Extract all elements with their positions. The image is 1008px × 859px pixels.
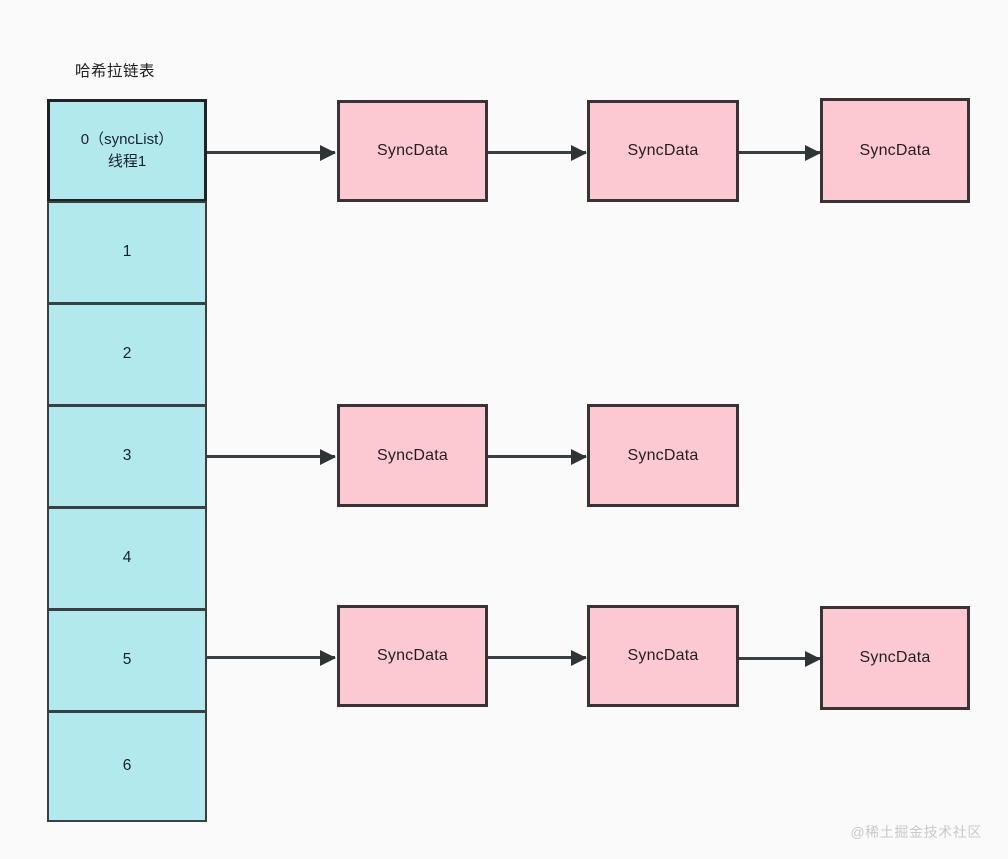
hash-bucket-6-label: 6: [122, 757, 132, 775]
sync-data-node-5-2[interactable]: SyncData: [587, 605, 739, 707]
hash-bucket-1[interactable]: 1: [47, 201, 207, 304]
sync-data-node-3-2[interactable]: SyncData: [587, 404, 739, 507]
sync-data-node-0-2-label: SyncData: [627, 142, 699, 159]
sync-data-node-5-3[interactable]: SyncData: [820, 606, 970, 710]
sync-data-node-5-1[interactable]: SyncData: [337, 605, 488, 707]
hash-bucket-3-label: 3: [122, 447, 132, 465]
sync-data-node-0-3-label: SyncData: [859, 141, 931, 159]
hash-bucket-4-label: 4: [122, 549, 132, 567]
arrow-bucket3-to-node1: [207, 455, 335, 458]
sync-data-node-5-2-label: SyncData: [627, 647, 699, 664]
page-title: 哈希拉链表: [75, 63, 156, 80]
hash-bucket-3[interactable]: 3: [47, 405, 207, 508]
sync-data-node-0-2[interactable]: SyncData: [587, 100, 739, 202]
hash-bucket-6[interactable]: 6: [47, 711, 207, 822]
hash-bucket-5[interactable]: 5: [47, 609, 207, 712]
sync-data-node-3-2-label: SyncData: [627, 446, 699, 464]
watermark: @稀土掘金技术社区: [850, 824, 982, 840]
arrow-bucket5-to-node1: [207, 656, 335, 659]
hash-bucket-5-label: 5: [122, 651, 132, 669]
hash-bucket-2-label: 2: [122, 345, 132, 363]
hash-bucket-2[interactable]: 2: [47, 303, 207, 406]
sync-data-node-5-3-label: SyncData: [859, 649, 931, 666]
hash-bucket-0-label: 0（syncList） 线程1: [80, 130, 174, 170]
arrow-node2-to-node3-chain0: [739, 151, 820, 154]
arrow-node2-to-node3-chain5: [739, 657, 820, 660]
hash-bucket-0[interactable]: 0（syncList） 线程1: [47, 99, 207, 202]
arrow-node1-to-node2-chain5: [488, 656, 586, 659]
arrow-node1-to-node2-chain3: [488, 455, 586, 458]
sync-data-node-5-1-label: SyncData: [377, 647, 448, 664]
sync-data-node-0-3[interactable]: SyncData: [820, 98, 970, 203]
sync-data-node-3-1-label: SyncData: [377, 446, 448, 464]
sync-data-node-0-1-label: SyncData: [377, 142, 448, 159]
hash-bucket-1-label: 1: [122, 243, 132, 261]
arrow-bucket0-to-node1: [207, 151, 335, 154]
arrow-node1-to-node2-chain0: [488, 151, 586, 154]
hash-bucket-4[interactable]: 4: [47, 507, 207, 610]
sync-data-node-3-1[interactable]: SyncData: [337, 404, 488, 507]
sync-data-node-0-1[interactable]: SyncData: [337, 100, 488, 202]
hash-table: 0（syncList） 线程1 1 2 3 4 5 6: [47, 99, 207, 822]
